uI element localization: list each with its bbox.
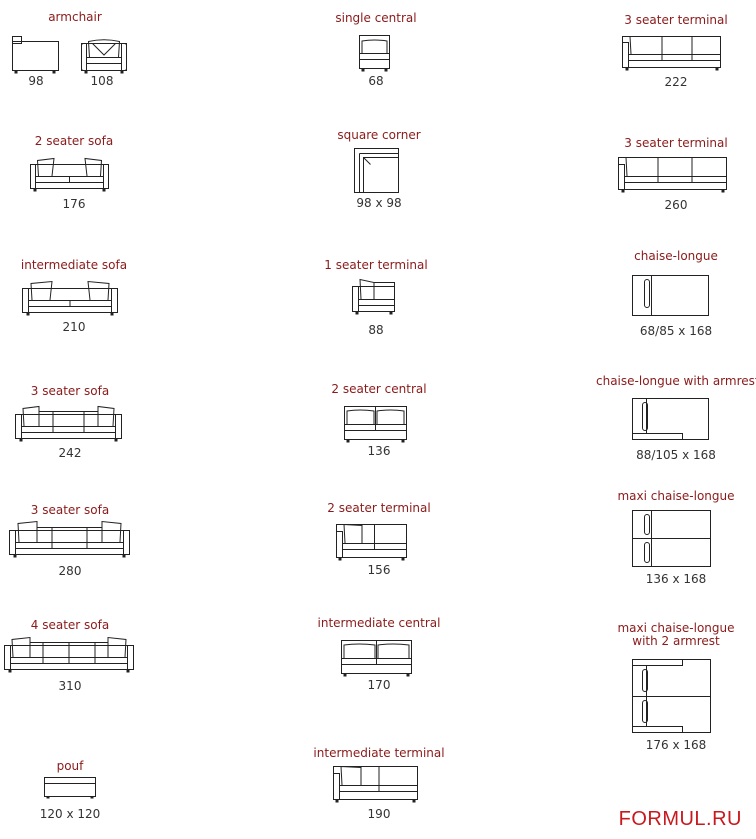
- one-seater-terminal-item: 1 seater terminal 88: [300, 256, 452, 342]
- chaise-longue-item: chaise-longue 68/85 x 168: [600, 248, 752, 342]
- one-seater-terminal-label: 1 seater terminal: [324, 258, 428, 272]
- three-seater-terminal-222-label: 3 seater terminal: [624, 13, 728, 27]
- three-seater-sofa-280-item: 3 seater sofa 280: [0, 501, 140, 581]
- maxi-chaise-longue-2-armrest-item: maxi chaise-longue with 2 armrest 176 x …: [600, 620, 752, 754]
- single-central-item: single central 68: [300, 9, 452, 89]
- two-seater-terminal-item: 2 seater terminal 156: [300, 500, 458, 584]
- two-seater-central-label: 2 seater central: [331, 382, 427, 396]
- maxi-chaise-longue-item: maxi chaise-longue 136 x 168: [600, 488, 752, 592]
- armchair-dim-98: 98: [28, 74, 44, 88]
- pouf-label: pouf: [56, 759, 84, 773]
- single-central-label: single central: [335, 11, 417, 25]
- intermediate-sofa-drawing: [22, 280, 118, 316]
- intermediate-central-dim: 170: [367, 678, 391, 692]
- maxi-chaise-longue-drawing: [632, 510, 711, 567]
- chaise-longue-dim: 68/85 x 168: [639, 324, 713, 338]
- chaise-longue-armrest-item: chaise-longue with armrest 88/105 x 168: [596, 373, 756, 469]
- intermediate-terminal-label: intermediate terminal: [313, 746, 445, 760]
- two-seater-sofa-label: 2 seater sofa: [34, 134, 114, 148]
- armchair-item: armchair 98 108: [0, 8, 150, 88]
- intermediate-central-label: intermediate central: [317, 616, 441, 630]
- two-seater-central-item: 2 seater central 136: [300, 381, 458, 465]
- three-seater-sofa-280-drawing: [9, 520, 130, 558]
- one-seater-terminal-dim: 88: [368, 323, 384, 337]
- maxi-chaise-longue-dim: 136 x 168: [645, 572, 707, 586]
- four-seater-sofa-item: 4 seater sofa 310: [0, 616, 140, 696]
- one-seater-terminal-drawing: [352, 278, 395, 315]
- maxi-chaise-longue-2-armrest-label-line1: maxi chaise-longue: [617, 621, 735, 635]
- four-seater-sofa-dim: 310: [58, 679, 82, 693]
- three-seater-terminal-260-item: 3 seater terminal 260: [600, 135, 752, 217]
- armchair-label: armchair: [48, 10, 102, 24]
- chaise-longue-armrest-drawing: [632, 398, 709, 440]
- intermediate-terminal-item: intermediate terminal 190: [300, 745, 458, 825]
- three-seater-sofa-280-dim: 280: [58, 564, 82, 578]
- two-seater-central-drawing: [344, 406, 407, 443]
- two-seater-sofa-item: 2 seater sofa 176: [0, 132, 148, 212]
- pouf-drawing: [44, 777, 96, 799]
- square-corner-label: square corner: [337, 128, 421, 142]
- three-seater-terminal-222-drawing: [622, 36, 721, 71]
- intermediate-terminal-drawing: [333, 765, 418, 803]
- four-seater-sofa-drawing: [4, 636, 134, 673]
- square-corner-dim: 98 x 98: [356, 196, 402, 210]
- two-seater-terminal-label: 2 seater terminal: [327, 501, 431, 515]
- chaise-longue-armrest-dim: 88/105 x 168: [636, 448, 716, 462]
- intermediate-sofa-label: intermediate sofa: [20, 258, 128, 272]
- armchair-side-drawing: [12, 36, 59, 74]
- armchair-front-drawing: [81, 39, 127, 74]
- chaise-longue-armrest-label: chaise-longue with armrest: [596, 374, 756, 388]
- square-corner-item: square corner 98 x 98: [300, 127, 458, 217]
- intermediate-sofa-dim: 210: [62, 320, 86, 334]
- chaise-longue-drawing: [632, 275, 709, 316]
- two-seater-sofa-dim: 176: [62, 197, 86, 211]
- two-seater-central-dim: 136: [367, 444, 391, 458]
- armchair-dim-108: 108: [90, 74, 114, 88]
- two-seater-terminal-drawing: [336, 523, 407, 561]
- pouf-item: pouf 120 x 120: [0, 757, 140, 827]
- pouf-dim: 120 x 120: [39, 807, 101, 821]
- three-seater-terminal-260-dim: 260: [664, 198, 688, 212]
- maxi-chaise-longue-2-armrest-label-line2: with 2 armrest: [632, 634, 720, 648]
- three-seater-sofa-280-label: 3 seater sofa: [30, 503, 110, 517]
- watermark-logo: FORMUL.RU: [618, 808, 742, 830]
- two-seater-terminal-dim: 156: [367, 563, 391, 577]
- three-seater-sofa-242-label: 3 seater sofa: [30, 384, 110, 398]
- three-seater-sofa-242-dim: 242: [58, 446, 82, 460]
- square-corner-drawing: [354, 148, 399, 193]
- single-central-dim: 68: [368, 74, 384, 88]
- three-seater-terminal-260-label: 3 seater terminal: [624, 136, 728, 150]
- three-seater-sofa-242-drawing: [15, 405, 122, 442]
- maxi-chaise-longue-label: maxi chaise-longue: [617, 489, 735, 503]
- maxi-chaise-longue-2-armrest-dim: 176 x 168: [645, 738, 707, 752]
- four-seater-sofa-label: 4 seater sofa: [30, 618, 110, 632]
- three-seater-terminal-222-item: 3 seater terminal 222: [600, 12, 752, 94]
- intermediate-central-drawing: [341, 640, 412, 677]
- maxi-chaise-longue-2-armrest-drawing: [632, 659, 711, 733]
- three-seater-terminal-222-dim: 222: [664, 75, 688, 89]
- intermediate-sofa-item: intermediate sofa 210: [0, 256, 148, 336]
- single-central-drawing: [359, 35, 390, 72]
- two-seater-sofa-drawing: [30, 157, 109, 192]
- three-seater-sofa-242-item: 3 seater sofa 242: [0, 383, 140, 463]
- intermediate-central-item: intermediate central 170: [300, 614, 458, 700]
- intermediate-terminal-dim: 190: [367, 807, 391, 821]
- three-seater-terminal-260-drawing: [618, 157, 727, 193]
- chaise-longue-label: chaise-longue: [634, 249, 718, 263]
